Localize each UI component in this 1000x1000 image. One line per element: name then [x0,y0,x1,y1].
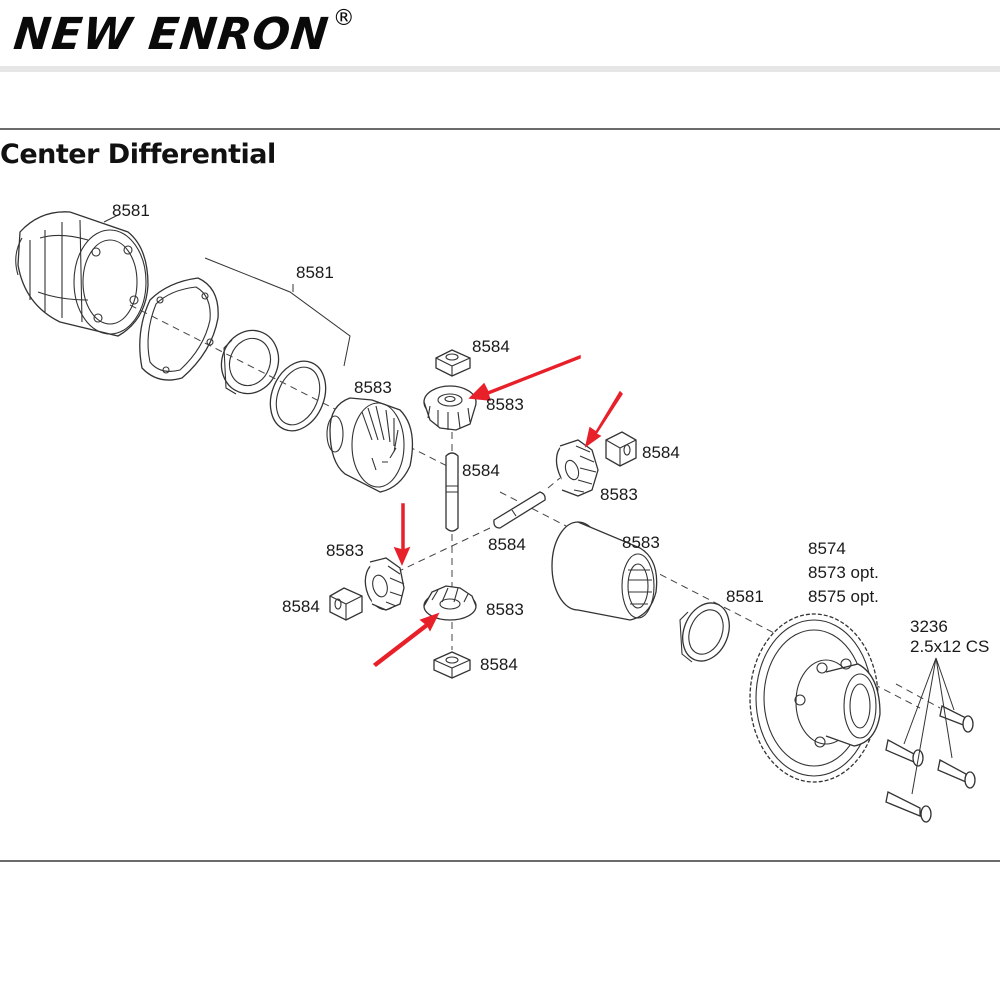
left-side-gear [326,397,414,493]
diff-gasket [139,277,219,381]
label-right-cap: 8584 [642,443,680,462]
screw-4 [885,791,932,823]
label-spur-gear-1: 8574 [808,539,846,558]
screw-2 [885,739,924,767]
label-left-gear: 8583 [326,541,364,560]
label-spur-gear-2: 8573 opt. [808,563,879,582]
screws [885,657,976,823]
label-screw-spec: 2.5x12 CS [910,637,989,656]
leader-housing [103,213,121,223]
vertical-shaft [445,432,459,588]
label-housing: 8581 [112,201,150,220]
label-spur-gear-3: 8575 opt. [808,587,879,606]
diff-seal [220,329,280,395]
screw-1 [895,683,974,733]
label-oring: 8581 [726,587,764,606]
output-oring [679,602,730,663]
diagram-frame-top [0,128,1000,130]
label-bottom-cap: 8584 [480,655,518,674]
right-pin-cap [605,431,637,467]
brand-logo: NEW ENRON ® [11,4,355,66]
right-pinion-gear [555,439,599,497]
brand-name: NEW ENRON [11,9,332,60]
label-cross-shaft: 8584 [488,535,526,554]
right-side-gear [551,521,658,621]
label-bottom-gear: 8583 [486,600,524,619]
bottom-pinion-gear [423,585,477,650]
label-left-side-gear: 8583 [354,378,392,397]
diagram-frame-bottom [0,860,1000,862]
diff-housing [15,211,149,337]
left-pinion-gear [364,557,405,611]
exploded-diagram: 8581 8581 8584 8583 8583 8584 8584 8583 … [15,201,989,823]
label-top-gear: 8583 [486,395,524,414]
label-gasket-group: 8581 [296,263,334,282]
registered-mark: ® [332,6,355,31]
diagram-title: Center Differential [0,139,276,170]
cross-shaft [379,477,561,581]
header-divider [0,66,1000,72]
screw-3 [937,759,976,789]
label-right-side-gear: 8583 [622,533,660,552]
left-pin-cap [329,587,363,621]
bottom-pin-cap [433,651,471,679]
red-arrows [372,354,623,667]
top-pin-cap [435,349,471,377]
top-pinion-gear [423,385,477,431]
label-vertical-shaft: 8584 [462,461,500,480]
group-bracket [204,257,351,367]
label-top-pin-cap: 8584 [472,337,510,356]
diff-washer [269,360,327,432]
label-screw-code: 3236 [910,617,948,636]
label-right-gear: 8583 [600,485,638,504]
spur-gear [749,613,881,783]
label-left-cap: 8584 [282,597,320,616]
